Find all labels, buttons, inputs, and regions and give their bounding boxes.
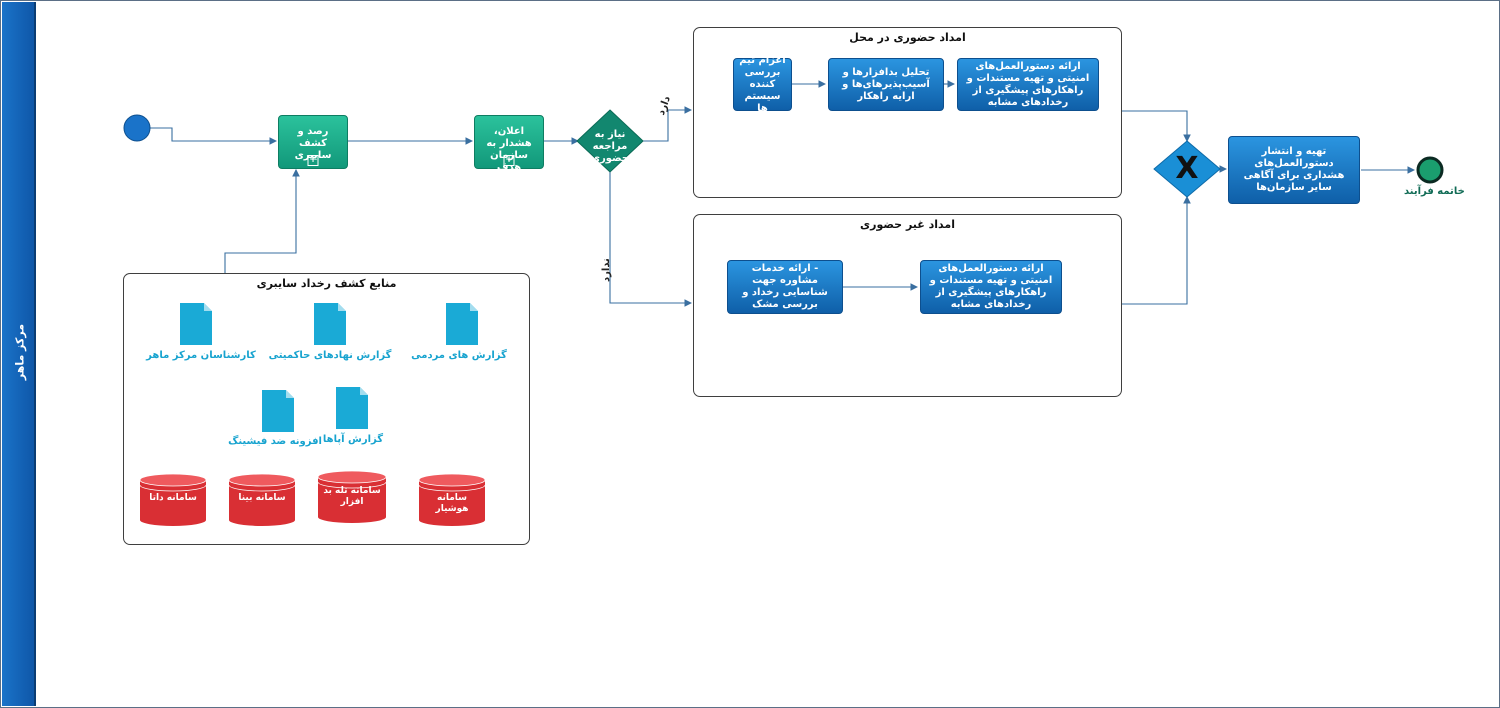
task-detect[interactable]: رصد و کشف سایبری + <box>278 115 348 169</box>
group-sources-title: منابع کشف رخداد سایبری <box>256 277 397 290</box>
flow-sources-detect <box>224 168 300 273</box>
task-announce-label: اعلان، هشدار به سازمان هدف <box>486 126 532 173</box>
group-remote: امداد غیر حضوری <box>693 214 1122 397</box>
database-label: سامانه داتا <box>149 493 197 503</box>
document-icon <box>180 303 478 432</box>
task-consult[interactable]: - ارائه خدمات مشاوره جهت شناسایی رخداد و… <box>727 260 843 314</box>
merge-gateway <box>1153 140 1221 198</box>
task-onsite-guidelines-label: ارائه دستورالعمل‌های امنیتی و تهیه مستند… <box>966 60 1090 108</box>
database-label: سامانه هوشیار <box>435 493 469 514</box>
decision-gateway-label: نیاز به مراجعه حضوری <box>590 129 630 164</box>
flow-onsite-merge <box>1121 110 1191 143</box>
decision-gateway <box>576 109 644 173</box>
task-analyze-malware[interactable]: تحلیل بدافزارها و آسیب‌پذیرهای‌ها و ارای… <box>828 58 944 111</box>
document-label: گزارش آپاها <box>322 434 384 445</box>
subprocess-plus-icon: + <box>503 155 515 166</box>
group-onsite-title: امداد حضوری در محل <box>849 31 966 44</box>
start-event <box>123 114 151 142</box>
task-onsite-guidelines[interactable]: ارائه دستورالعمل‌های امنیتی و تهیه مستند… <box>957 58 1099 111</box>
document-label: گزارش های مردمی <box>411 350 507 361</box>
document-label: افزونه ضد فیشینگ <box>228 436 322 447</box>
end-event <box>1416 156 1444 184</box>
database-label: سامانه بینا <box>238 493 286 503</box>
task-publish-label: تهیه و انتشار دستورالعمل‌های هشداری برای… <box>1243 146 1345 193</box>
task-remote-guidelines[interactable]: ارائه دستورالعمل‌های امنیتی و تهیه مستند… <box>920 260 1062 314</box>
task-dispatch-team[interactable]: اعزام تیم بررسی کننده سیستم ها <box>733 55 792 114</box>
task-dispatch-team-label: اعزام تیم بررسی کننده سیستم ها <box>739 54 786 114</box>
document-label: کارشناسان مرکز ماهر <box>146 350 256 361</box>
flow-decision-remote <box>609 172 693 307</box>
flow-start-detect <box>150 127 278 145</box>
flow-label-no: ندارد <box>601 258 612 282</box>
task-announce[interactable]: اعلان، هشدار به سازمان هدف + <box>474 115 544 173</box>
task-remote-guidelines-label: ارائه دستورالعمل‌های امنیتی و تهیه مستند… <box>929 263 1053 310</box>
end-event-label: خاتمه فرآیند <box>1404 186 1465 197</box>
task-consult-label: - ارائه خدمات مشاوره جهت شناسایی رخداد و… <box>742 263 828 310</box>
flow-remote-merge <box>1121 195 1191 305</box>
merge-gateway-symbol: X <box>1175 151 1199 186</box>
group-remote-title: امداد غیر حضوری <box>860 218 955 231</box>
group-onsite: امداد حضوری در محل <box>693 27 1122 198</box>
database-label: سامانه تله بد افزار <box>323 486 381 507</box>
group-sources: منابع کشف رخداد سایبری <box>123 273 530 545</box>
document-label: گزارش نهادهای حاکمیتی <box>268 350 392 361</box>
flow-decision-onsite <box>643 106 693 142</box>
lane-header: مرکز ماهر <box>2 2 36 706</box>
task-publish[interactable]: تهیه و انتشار دستورالعمل‌های هشداری برای… <box>1228 136 1360 204</box>
task-analyze-malware-label: تحلیل بدافزارها و آسیب‌پذیرهای‌ها و ارای… <box>842 66 930 102</box>
subprocess-plus-icon: + <box>307 155 319 166</box>
database-icon <box>139 470 486 526</box>
